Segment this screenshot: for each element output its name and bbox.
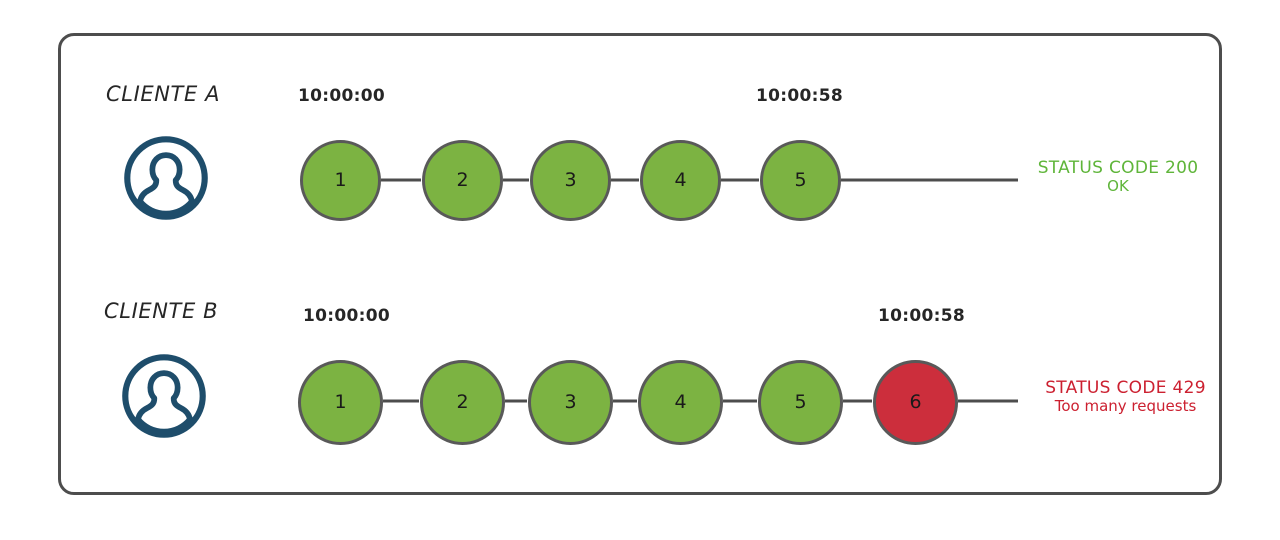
client-a-request-node-2[interactable]: 2 [422, 140, 503, 221]
client-a-status-badge: STATUS CODE 200 OK [1028, 158, 1208, 196]
client-b-request-node-1[interactable]: 1 [298, 360, 383, 445]
client-a-end-time: 10:00:58 [756, 86, 843, 106]
user-avatar-icon [124, 136, 208, 220]
client-b-status-badge: STATUS CODE 429 Too many requests [1028, 378, 1223, 416]
client-b-request-node-4[interactable]: 4 [638, 360, 723, 445]
client-a-avatar [122, 134, 210, 222]
user-avatar-icon [122, 354, 206, 438]
client-b-request-node-2[interactable]: 2 [420, 360, 505, 445]
client-a-label: CLIENTE A [106, 82, 221, 106]
client-a-request-node-1[interactable]: 1 [300, 140, 381, 221]
client-a-status-code: STATUS CODE 200 [1037, 158, 1199, 178]
client-b-status-code: STATUS CODE 429 [1045, 378, 1206, 398]
client-b-start-time: 10:00:00 [303, 306, 390, 326]
client-a-start-time: 10:00:00 [298, 86, 385, 106]
client-b-status-message: Too many requests [1054, 397, 1197, 416]
client-a-request-node-4[interactable]: 4 [640, 140, 721, 221]
client-b-request-node-6[interactable]: 6 [873, 360, 958, 445]
client-a-request-node-5[interactable]: 5 [760, 140, 841, 221]
client-b-end-time: 10:00:58 [878, 306, 965, 326]
client-a-request-node-3[interactable]: 3 [530, 140, 611, 221]
client-a-status-message: OK [1107, 177, 1129, 196]
client-b-request-node-3[interactable]: 3 [528, 360, 613, 445]
client-b-avatar [120, 352, 208, 440]
client-b-request-node-5[interactable]: 5 [758, 360, 843, 445]
client-b-label: CLIENTE B [104, 299, 219, 323]
diagram-frame [58, 33, 1222, 495]
